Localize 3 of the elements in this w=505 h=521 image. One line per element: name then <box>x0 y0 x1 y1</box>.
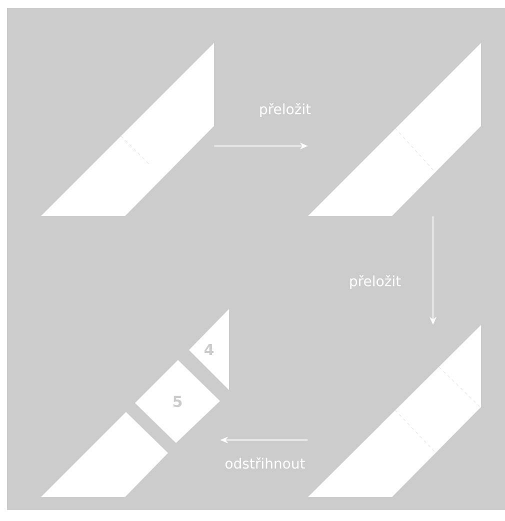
paper-strip <box>41 43 214 216</box>
folded-strip <box>308 325 481 497</box>
cut-strip <box>41 412 168 497</box>
